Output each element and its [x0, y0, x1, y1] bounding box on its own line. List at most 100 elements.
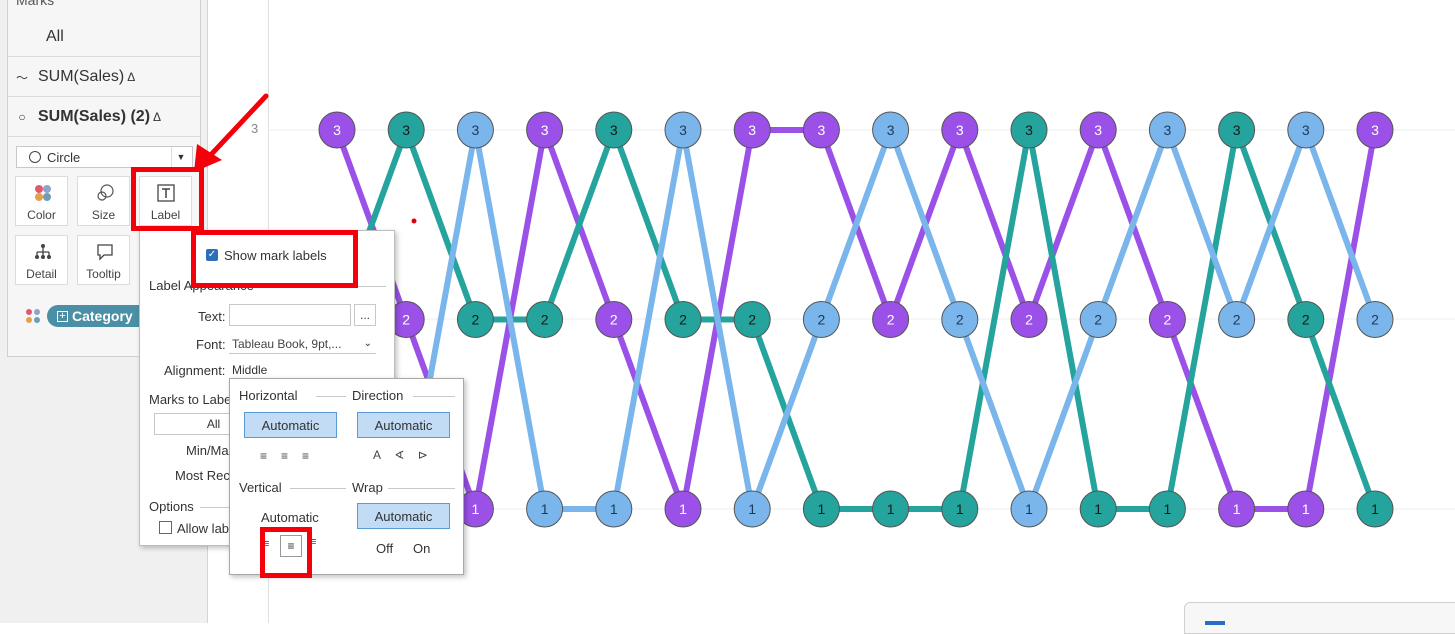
data-point[interactable]: 3	[1356, 111, 1394, 149]
min-max-option[interactable]: Min/Max	[186, 443, 236, 458]
data-point[interactable]: 3	[318, 111, 356, 149]
data-point[interactable]: 3	[387, 111, 425, 149]
data-point[interactable]: 1	[595, 490, 633, 528]
data-point[interactable]: 1	[1287, 490, 1325, 528]
text-left-icon[interactable]: ∢	[394, 448, 405, 462]
direction-automatic-button[interactable]: Automatic	[357, 412, 450, 438]
point-circle[interactable]	[1356, 111, 1394, 149]
point-circle[interactable]	[1148, 490, 1186, 528]
point-circle[interactable]	[1010, 490, 1048, 528]
wrap-automatic-button[interactable]: Automatic	[357, 503, 450, 529]
point-circle[interactable]	[1356, 490, 1394, 528]
vertical-align-top-icon[interactable]: ≡	[310, 536, 317, 548]
point-circle[interactable]	[595, 490, 633, 528]
point-circle[interactable]	[595, 111, 633, 149]
marks-row-sum-sales-2[interactable]: ○ SUM(Sales) (2) Δ	[8, 98, 200, 137]
point-circle[interactable]	[526, 301, 564, 338]
point-circle[interactable]	[872, 490, 910, 528]
category-pill[interactable]: + Category	[47, 305, 157, 327]
show-mark-labels-label[interactable]: Show mark labels	[224, 248, 327, 263]
point-circle[interactable]	[318, 111, 356, 149]
data-point[interactable]: 2	[664, 301, 702, 338]
size-button[interactable]: Size	[77, 176, 130, 226]
point-circle[interactable]	[802, 301, 840, 338]
point-circle[interactable]	[1287, 490, 1325, 528]
label-button[interactable]: Label	[139, 176, 192, 226]
data-point[interactable]: 1	[1010, 490, 1048, 528]
point-circle[interactable]	[1079, 111, 1117, 149]
point-circle[interactable]	[526, 490, 564, 528]
vertical-align-bottom-icon[interactable]: ≡	[263, 538, 270, 550]
data-point[interactable]: 3	[456, 111, 494, 149]
point-circle[interactable]	[872, 111, 910, 149]
data-point[interactable]: 2	[872, 301, 910, 338]
point-circle[interactable]	[941, 490, 979, 528]
data-point[interactable]: 3	[1079, 111, 1117, 149]
data-point[interactable]: 3	[526, 111, 564, 149]
point-circle[interactable]	[1079, 490, 1117, 528]
alignment-dropdown[interactable]: Middle	[229, 360, 376, 380]
point-circle[interactable]	[733, 111, 771, 149]
point-circle[interactable]	[1148, 301, 1186, 338]
data-point[interactable]: 3	[1010, 111, 1048, 149]
text-edit-button[interactable]: ...	[354, 304, 376, 326]
text-right-icon[interactable]: ⊳	[417, 448, 428, 462]
data-point[interactable]: 2	[456, 301, 494, 338]
mark-type-dropdown[interactable]: Circle ▼	[16, 146, 193, 168]
data-point[interactable]: 3	[1148, 111, 1186, 149]
data-point[interactable]: 2	[1010, 301, 1048, 338]
vertical-align-middle-icon[interactable]: ≡	[280, 535, 302, 557]
data-point[interactable]: 3	[595, 111, 633, 149]
point-circle[interactable]	[664, 490, 702, 528]
text-field[interactable]	[229, 304, 351, 326]
data-point[interactable]: 3	[872, 111, 910, 149]
data-point[interactable]: 2	[1218, 301, 1256, 338]
marks-row-sum-sales[interactable]: 〜 SUM(Sales) Δ	[8, 58, 200, 97]
data-point[interactable]: 1	[941, 490, 979, 528]
data-point[interactable]: 2	[1079, 301, 1117, 338]
data-point[interactable]: 3	[664, 111, 702, 149]
point-circle[interactable]	[1218, 111, 1256, 149]
allow-labels-label[interactable]: Allow labels	[177, 521, 246, 536]
point-circle[interactable]	[664, 301, 702, 338]
data-point[interactable]: 3	[733, 111, 771, 149]
point-circle[interactable]	[1287, 301, 1325, 338]
data-point[interactable]: 2	[1287, 301, 1325, 338]
direction-icons[interactable]: A ∢ ⊳	[373, 448, 428, 462]
point-circle[interactable]	[1148, 111, 1186, 149]
allow-labels-checkbox[interactable]	[159, 521, 172, 534]
point-circle[interactable]	[1356, 301, 1394, 338]
point-circle[interactable]	[1218, 490, 1256, 528]
data-point[interactable]: 1	[526, 490, 564, 528]
point-circle[interactable]	[526, 111, 564, 149]
data-point[interactable]: 3	[941, 111, 979, 149]
data-point[interactable]: 1	[1079, 490, 1117, 528]
point-circle[interactable]	[387, 111, 425, 149]
marks-row-all[interactable]: All	[8, 18, 200, 57]
horizontal-automatic-button[interactable]: Automatic	[244, 412, 337, 438]
point-circle[interactable]	[1010, 301, 1048, 338]
data-point[interactable]: 1	[664, 490, 702, 528]
data-point[interactable]: 2	[1356, 301, 1394, 338]
point-circle[interactable]	[733, 490, 771, 528]
point-circle[interactable]	[941, 301, 979, 338]
point-circle[interactable]	[456, 111, 494, 149]
vertical-automatic-label[interactable]: Automatic	[261, 510, 319, 525]
color-button[interactable]: Color	[15, 176, 68, 226]
data-point[interactable]: 2	[802, 301, 840, 338]
point-circle[interactable]	[802, 111, 840, 149]
data-point[interactable]: 1	[1148, 490, 1186, 528]
data-point[interactable]: 2	[733, 301, 771, 338]
data-point[interactable]: 3	[1287, 111, 1325, 149]
tooltip-button[interactable]: Tooltip	[77, 235, 130, 285]
data-point[interactable]: 2	[1148, 301, 1186, 338]
data-point[interactable]: 1	[802, 490, 840, 528]
data-point[interactable]: 1	[456, 490, 494, 528]
point-circle[interactable]	[1218, 301, 1256, 338]
point-circle[interactable]	[664, 111, 702, 149]
text-up-icon[interactable]: A	[373, 448, 382, 462]
data-point[interactable]: 2	[595, 301, 633, 338]
data-point[interactable]: 2	[526, 301, 564, 338]
data-point[interactable]: 1	[1356, 490, 1394, 528]
data-point[interactable]: 2	[941, 301, 979, 338]
